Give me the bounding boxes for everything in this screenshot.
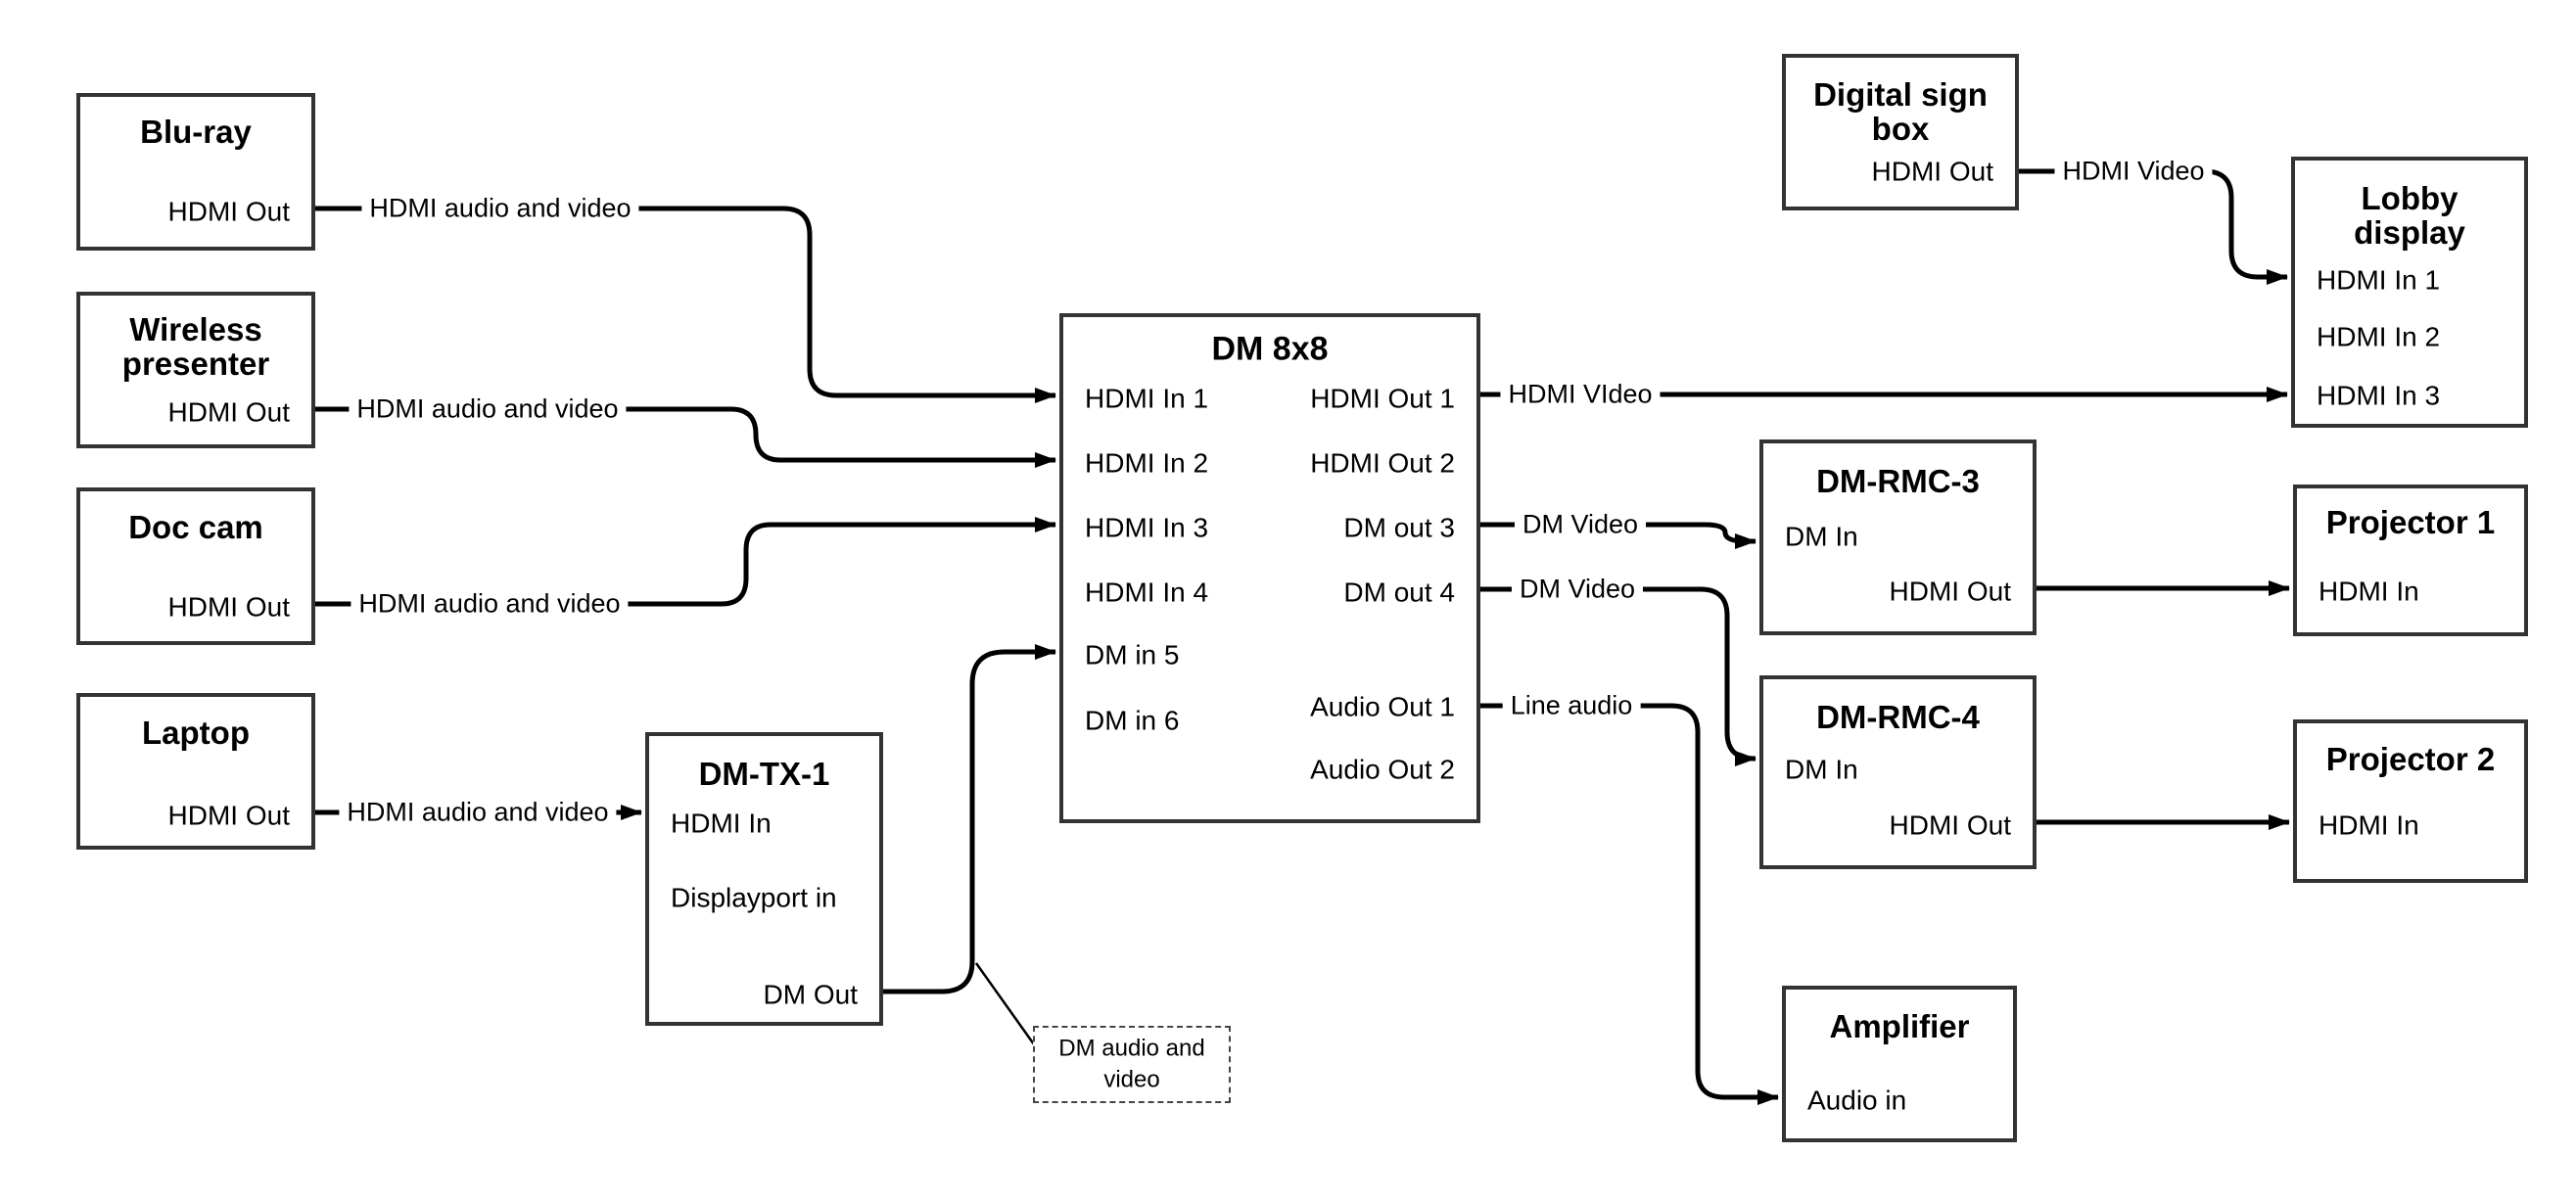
port-audio-out-1: Audio Out 1 <box>1310 691 1455 722</box>
node-title: DM-RMC-3 <box>1816 462 1980 499</box>
port-displayport-in: Displayport in <box>671 882 837 913</box>
port-hdmi-out: HDMI Out <box>167 196 290 227</box>
connector-digitalsign-to-lobby-hdmi-in-1 <box>2019 168 2288 285</box>
node-title: Wireless <box>129 310 262 347</box>
connector-label-bluray: HDMI audio and video <box>361 193 639 224</box>
node-doc-cam: Doc cam HDMI Out <box>76 487 315 645</box>
connector-label-wireless: HDMI audio and video <box>349 393 627 425</box>
port-hdmi-in: HDMI In <box>2318 809 2419 841</box>
port-audio-out-2: Audio Out 2 <box>1310 754 1455 785</box>
port-dm-out-3: DM out 3 <box>1343 512 1455 543</box>
port-hdmi-out: HDMI Out <box>167 800 290 831</box>
node-title: DM-RMC-4 <box>1816 698 1980 735</box>
node-lobby-display: Lobby display HDMI In 1 HDMI In 2 HDMI I… <box>2291 157 2528 428</box>
node-title: Blu-ray <box>140 113 252 150</box>
port-hdmi-out: HDMI Out <box>1871 156 1993 187</box>
connector-doccam-to-dm8x8-hdmi-in-3 <box>315 517 1056 607</box>
port-hdmi-in-3: HDMI In 3 <box>2317 380 2441 411</box>
port-hdmi-in-1: HDMI In 1 <box>2317 264 2441 296</box>
connector-dm8x8-audio-out-1-to-amplifier-audio-in <box>1480 703 1779 1105</box>
node-title-line2: display <box>2354 213 2465 251</box>
node-title: DM 8x8 <box>1211 330 1329 368</box>
port-dm-in-6: DM in 6 <box>1085 705 1180 736</box>
port-dm-in: DM In <box>1785 754 1858 785</box>
node-title-line2: box <box>1871 110 1930 147</box>
node-dm-tx-1: DM-TX-1 HDMI In Displayport in DM Out <box>645 732 883 1026</box>
port-dm-in-5: DM in 5 <box>1085 639 1180 670</box>
port-hdmi-in-2: HDMI In 2 <box>2317 321 2441 352</box>
connector-label-hdmi-video-out1: HDMI VIdeo <box>1500 379 1661 410</box>
port-hdmi-in: HDMI In <box>671 808 772 839</box>
port-hdmi-in-2: HDMI In 2 <box>1085 447 1209 479</box>
callout-text-line2: video <box>1103 1066 1160 1093</box>
port-hdmi-out-2: HDMI Out 2 <box>1310 447 1455 479</box>
node-title-line2: presenter <box>121 345 270 382</box>
node-blu-ray: Blu-ray HDMI Out <box>76 93 315 251</box>
connector-label-dm-video-4: DM Video <box>1511 574 1644 605</box>
node-digital-sign-box: Digital sign box HDMI Out <box>1782 54 2019 210</box>
connector-label-dm-video-3: DM Video <box>1514 509 1647 540</box>
node-title: Doc cam <box>128 508 263 545</box>
port-dm-in: DM In <box>1785 521 1858 552</box>
callout-leader-line <box>974 962 1036 1045</box>
port-hdmi-out: HDMI Out <box>1889 576 2011 607</box>
node-projector-1: Projector 1 HDMI In <box>2293 485 2528 636</box>
port-hdmi-out-1: HDMI Out 1 <box>1310 383 1455 414</box>
port-hdmi-out: HDMI Out <box>167 396 290 428</box>
connector-label-laptop: HDMI audio and video <box>339 797 617 828</box>
port-hdmi-in-3: HDMI In 3 <box>1085 512 1209 543</box>
connector-dmtx1-dm-out-to-dm8x8-dm-in-5 <box>883 644 1056 994</box>
node-title: Digital sign <box>1813 75 1988 113</box>
callout-text: DM audio and video <box>1035 1033 1229 1096</box>
callout-dm-audio-and-video: DM audio and video <box>1033 1026 1231 1103</box>
connector-dm8x8-dm-out-3-to-dmrmc3-dm-in <box>1480 522 1756 549</box>
node-title: Laptop <box>142 714 250 751</box>
callout-text-line1: DM audio and <box>1058 1035 1205 1062</box>
port-dm-out-4: DM out 4 <box>1343 577 1455 608</box>
node-title: DM-TX-1 <box>698 755 830 792</box>
port-hdmi-out: HDMI Out <box>1889 809 2011 841</box>
connector-bluray-to-dm8x8-hdmi-in-1 <box>315 206 1056 403</box>
node-dm-rmc-4: DM-RMC-4 DM In HDMI Out <box>1759 675 2037 869</box>
node-title: Projector 2 <box>2325 740 2496 777</box>
connector-label-doccam: HDMI audio and video <box>351 588 629 620</box>
node-title: Lobby <box>2361 179 2459 216</box>
port-hdmi-in: HDMI In <box>2318 576 2419 607</box>
port-dm-out: DM Out <box>763 979 858 1010</box>
node-laptop: Laptop HDMI Out <box>76 693 315 850</box>
connector-label-hdmi-video-sign: HDMI Video <box>2054 156 2213 187</box>
node-dm-8x8-matrix: DM 8x8 HDMI In 1 HDMI In 2 HDMI In 3 HDM… <box>1059 313 1480 823</box>
port-audio-in: Audio in <box>1807 1085 1907 1116</box>
port-hdmi-in-4: HDMI In 4 <box>1085 577 1209 608</box>
connector-wireless-to-dm8x8-hdmi-in-2 <box>315 406 1056 468</box>
node-wireless-presenter: Wireless presenter HDMI Out <box>76 292 315 448</box>
node-amplifier: Amplifier Audio in <box>1782 986 2017 1142</box>
port-hdmi-in-1: HDMI In 1 <box>1085 383 1209 414</box>
node-title: Amplifier <box>1829 1007 1970 1044</box>
connector-label-line-audio: Line audio <box>1502 690 1641 721</box>
node-dm-rmc-3: DM-RMC-3 DM In HDMI Out <box>1759 439 2037 635</box>
node-title: Projector 1 <box>2325 503 2496 540</box>
port-hdmi-out: HDMI Out <box>167 591 290 623</box>
connector-dm8x8-dm-out-4-to-dmrmc4-dm-in <box>1480 586 1756 766</box>
node-projector-2: Projector 2 HDMI In <box>2293 719 2528 883</box>
